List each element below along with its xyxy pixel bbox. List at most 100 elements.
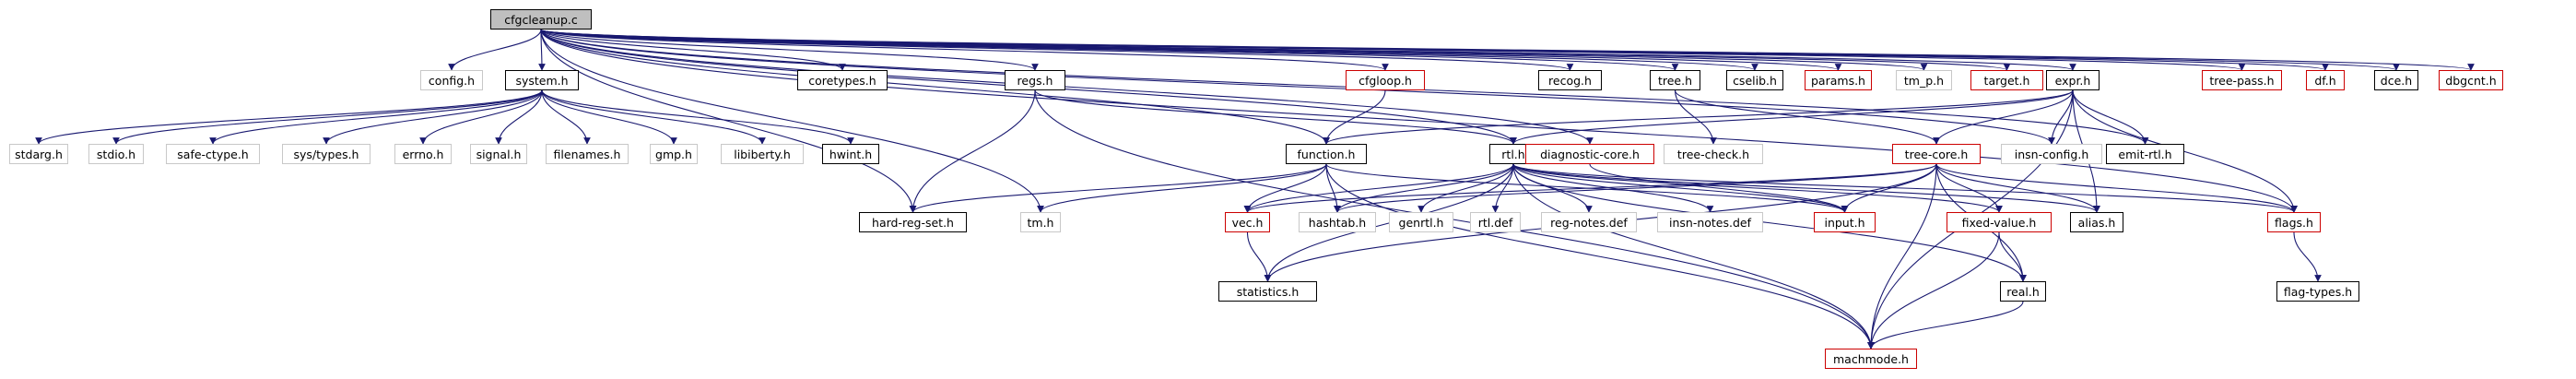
node-emitrtl[interactable]: emit-rtl.h [2106, 144, 2184, 164]
node-label: errno.h [402, 147, 444, 161]
node-label: flags.h [2275, 215, 2313, 230]
edge-treecore-to-fixedvalue [1935, 163, 2003, 213]
node-label: hwint.h [829, 147, 873, 161]
edge-expr-to-insnconfig [2048, 89, 2074, 145]
node-label: statistics.h [1236, 284, 1300, 299]
node-label: alias.h [2077, 215, 2116, 230]
edge-regs-to-rtl [1034, 89, 1517, 145]
edge-system-to-errno [419, 89, 543, 145]
node-label: cfgloop.h [1359, 73, 1412, 88]
edge-rtl-to-flags [1512, 163, 2298, 213]
node-diagcore[interactable]: diagnostic-core.h [1525, 144, 1654, 164]
node-label: tree-pass.h [2209, 73, 2275, 88]
edge-system-to-signal [495, 89, 543, 145]
node-safectype: safe-ctype.h [166, 144, 260, 164]
edge-fixedvalue-to-machmode [1867, 231, 2000, 349]
node-treepass[interactable]: tree-pass.h [2202, 70, 2282, 90]
node-label: signal.h [476, 147, 522, 161]
node-label: libiberty.h [734, 147, 791, 161]
edge-cfgcleanup-to-function [540, 29, 1330, 145]
edge-function-to-tm [1037, 163, 1327, 213]
edge-treecore-to-alias [1935, 163, 2100, 213]
node-system[interactable]: system.h [505, 70, 579, 90]
node-dbgcnt[interactable]: dbgcnt.h [2439, 70, 2503, 90]
node-label: system.h [515, 73, 569, 88]
edge-rtl-to-machmode [1512, 163, 1875, 349]
node-label: coretypes.h [808, 73, 876, 88]
node-rtldef: rtl.def [1470, 212, 1521, 232]
node-real[interactable]: real.h [2000, 281, 2046, 302]
node-input[interactable]: input.h [1814, 212, 1876, 232]
node-coretypes[interactable]: coretypes.h [797, 70, 888, 90]
node-label: config.h [428, 73, 476, 88]
node-label: tree-core.h [1904, 147, 1969, 161]
edge-cfgcleanup-to-insnconfig [540, 29, 2055, 145]
node-statistics[interactable]: statistics.h [1218, 281, 1317, 302]
node-config: config.h [420, 70, 483, 90]
node-recog[interactable]: recog.h [1538, 70, 1602, 90]
edge-cfgcleanup-to-diagcore [540, 29, 1594, 145]
edge-treecore-to-vec [1243, 163, 1937, 213]
node-label: real.h [2006, 284, 2040, 299]
edge-diagcore-to-input [1589, 163, 1849, 213]
edge-treecore-to-hashtab [1334, 163, 1937, 213]
edge-cfgcleanup-to-tm_p [540, 29, 1927, 71]
edge-real-to-machmode [1867, 301, 2024, 349]
node-treecore[interactable]: tree-core.h [1892, 144, 1981, 164]
node-label: target.h [1983, 73, 2030, 88]
node-flagtypes[interactable]: flag-types.h [2276, 281, 2359, 302]
node-fixedvalue[interactable]: fixed-value.h [1947, 212, 2052, 232]
edge-system-to-libiberty [541, 89, 766, 145]
node-function[interactable]: function.h [1286, 144, 1367, 164]
node-label: fixed-value.h [1961, 215, 2037, 230]
edge-expr-to-rtl [1510, 89, 2074, 145]
node-gmp: gmp.h [650, 144, 698, 164]
node-label: rtl.h [1501, 147, 1525, 161]
node-regnotes: reg-notes.def [1541, 212, 1637, 232]
edge-rtl-to-input [1512, 163, 1849, 213]
node-genrtl: genrtl.h [1389, 212, 1453, 232]
edge-expr-to-treecore [1933, 89, 2074, 145]
node-label: function.h [1297, 147, 1356, 161]
node-vec[interactable]: vec.h [1225, 212, 1270, 232]
edge-rtl-to-fixedvalue [1512, 163, 2003, 213]
dependency-edges [35, 29, 2475, 349]
edge-rtl-to-hashtab [1334, 163, 1514, 213]
node-tree[interactable]: tree.h [1650, 70, 1700, 90]
node-label: regs.h [1017, 73, 1053, 88]
node-label: df.h [2314, 73, 2336, 88]
edge-function-to-vec [1243, 163, 1327, 213]
node-expr[interactable]: expr.h [2046, 70, 2100, 90]
node-label: recog.h [1548, 73, 1592, 88]
edge-system-to-systypes [323, 89, 543, 145]
node-label: genrtl.h [1398, 215, 1444, 230]
node-params[interactable]: params.h [1805, 70, 1872, 90]
node-label: emit-rtl.h [2118, 147, 2172, 161]
node-label: insn-config.h [2014, 147, 2089, 161]
node-errno: errno.h [394, 144, 452, 164]
node-label: stdio.h [96, 147, 136, 161]
node-hardregset[interactable]: hard-reg-set.h [859, 212, 967, 232]
edge-cfgcleanup-to-flags [540, 29, 2298, 213]
node-cselib[interactable]: cselib.h [1726, 70, 1783, 90]
node-dce[interactable]: dce.h [2374, 70, 2418, 90]
node-tm_p: tm_p.h [1896, 70, 1952, 90]
node-label: params.h [1811, 73, 1865, 88]
node-alias[interactable]: alias.h [2070, 212, 2123, 232]
node-cfgcleanup: cfgcleanup.c [490, 9, 592, 30]
edge-fixedvalue-to-real [1998, 231, 2027, 282]
node-df[interactable]: df.h [2306, 70, 2345, 90]
node-label: expr.h [2054, 73, 2091, 88]
node-hwint[interactable]: hwint.h [822, 144, 879, 164]
edge-system-to-stdio [112, 89, 543, 145]
node-cfgloop[interactable]: cfgloop.h [1346, 70, 1425, 90]
node-label: hashtab.h [1308, 215, 1367, 230]
node-stdarg: stdarg.h [9, 144, 68, 164]
edge-system-to-filenames [541, 89, 591, 145]
node-machmode[interactable]: machmode.h [1825, 349, 1917, 369]
node-target[interactable]: target.h [1970, 70, 2043, 90]
node-stdio: stdio.h [88, 144, 144, 164]
node-label: diagnostic-core.h [1540, 147, 1640, 161]
node-regs[interactable]: regs.h [1005, 70, 1065, 90]
node-flags[interactable]: flags.h [2267, 212, 2321, 232]
